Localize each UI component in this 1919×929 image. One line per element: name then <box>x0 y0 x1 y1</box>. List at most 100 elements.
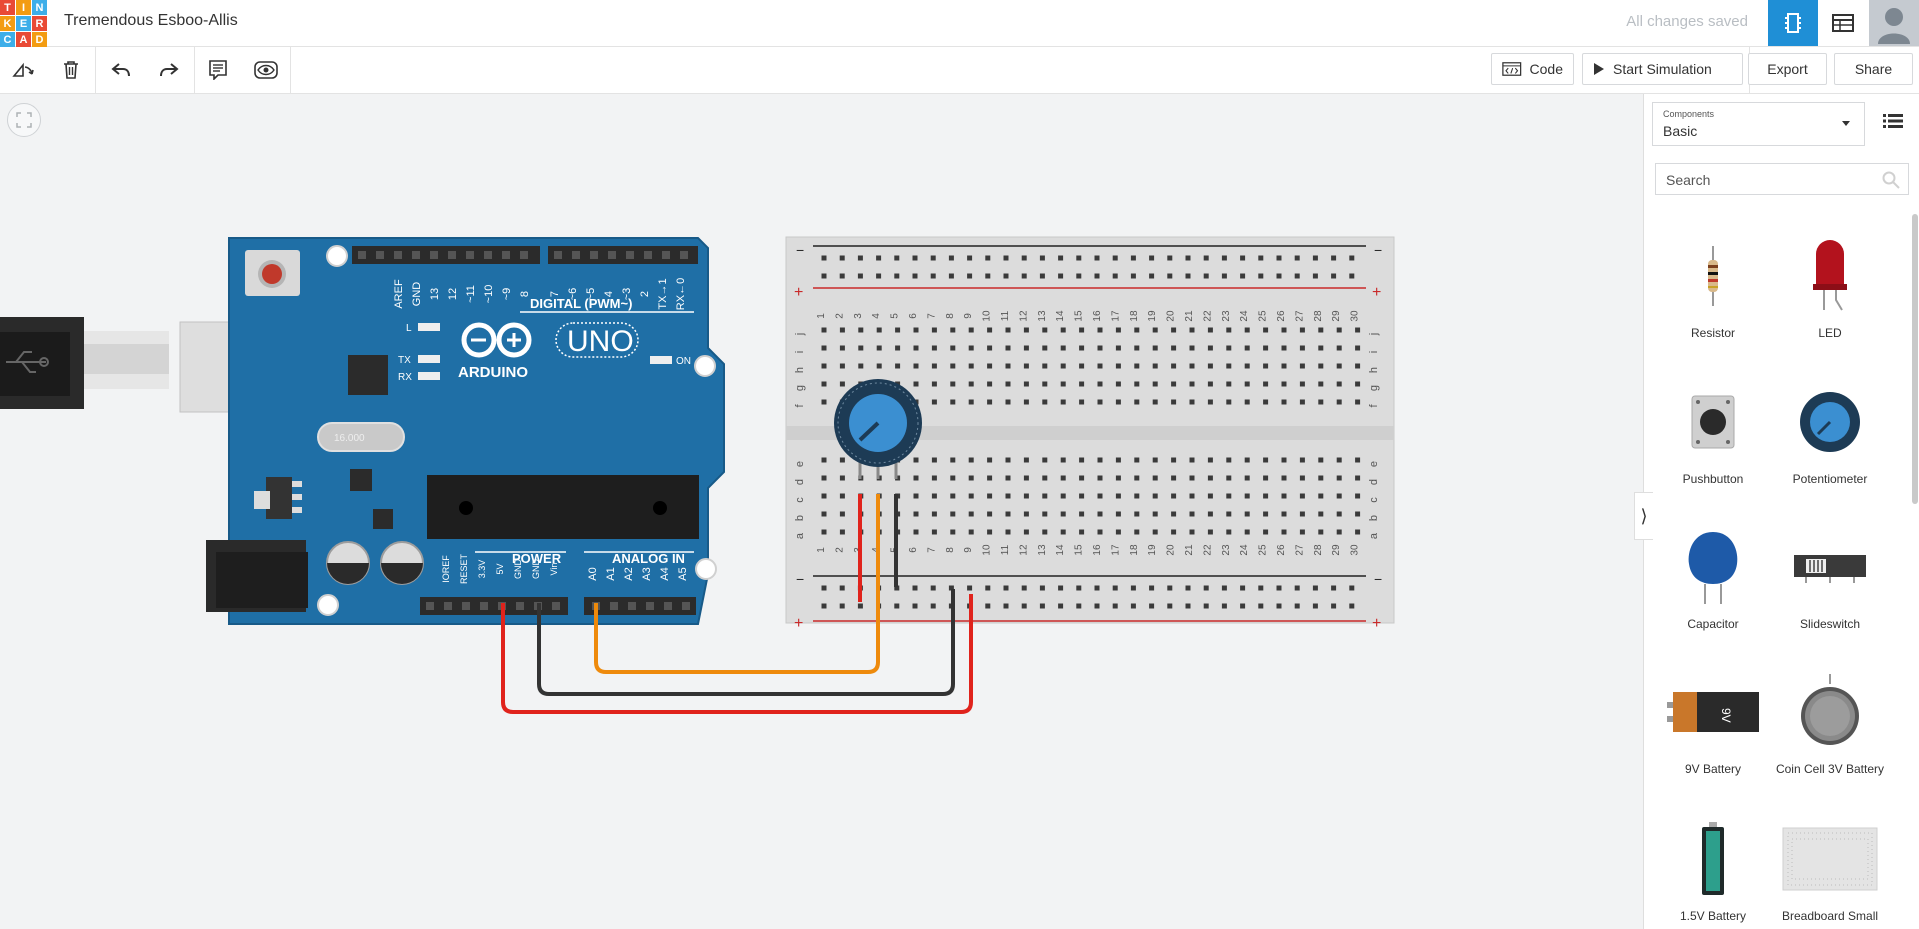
breadboard-hole[interactable] <box>1331 255 1337 261</box>
breadboard-hole[interactable] <box>1185 255 1191 261</box>
breadboard-hole[interactable] <box>1258 585 1264 591</box>
breadboard-hole[interactable] <box>1299 327 1305 333</box>
breadboard-hole[interactable] <box>1167 603 1173 609</box>
breadboard-hole[interactable] <box>1336 345 1342 351</box>
breadboard-hole[interactable] <box>987 327 993 333</box>
breadboard-hole[interactable] <box>1097 327 1103 333</box>
breadboard-hole[interactable] <box>1281 399 1287 405</box>
breadboard-hole[interactable] <box>1060 511 1066 517</box>
breadboard-hole[interactable] <box>1130 273 1136 279</box>
breadboard-hole[interactable] <box>1149 585 1155 591</box>
breadboard-hole[interactable] <box>1097 529 1103 535</box>
breadboard-hole[interactable] <box>1318 511 1324 517</box>
breadboard-hole[interactable] <box>950 475 956 481</box>
breadboard-hole[interactable] <box>912 255 918 261</box>
breadboard-hole[interactable] <box>1112 273 1118 279</box>
breadboard-hole[interactable] <box>1039 585 1045 591</box>
breadboard-hole[interactable] <box>985 255 991 261</box>
breadboard-hole[interactable] <box>1355 511 1361 517</box>
breadboard-hole[interactable] <box>931 475 937 481</box>
breadboard-hole[interactable] <box>1226 493 1232 499</box>
breadboard-hole[interactable] <box>1115 475 1121 481</box>
breadboard-hole[interactable] <box>987 381 993 387</box>
breadboard-hole[interactable] <box>1281 529 1287 535</box>
breadboard-hole[interactable] <box>1134 511 1140 517</box>
breadboard-hole[interactable] <box>1130 255 1136 261</box>
breadboard-hole[interactable] <box>821 363 827 369</box>
breadboard-hole[interactable] <box>1042 493 1048 499</box>
breadboard-hole[interactable] <box>876 327 882 333</box>
breadboard-hole[interactable] <box>1023 381 1029 387</box>
breadboard-hole[interactable] <box>839 493 845 499</box>
breadboard-hole[interactable] <box>1263 399 1269 405</box>
breadboard-hole[interactable] <box>821 529 827 535</box>
breadboard-hole[interactable] <box>821 273 827 279</box>
breadboard-hole[interactable] <box>931 511 937 517</box>
breadboard-hole[interactable] <box>1185 603 1191 609</box>
breadboard-hole[interactable] <box>1079 475 1085 481</box>
breadboard-hole[interactable] <box>1097 475 1103 481</box>
breadboard-hole[interactable] <box>1207 345 1213 351</box>
code-button[interactable]: Code <box>1491 53 1574 85</box>
breadboard-hole[interactable] <box>895 475 901 481</box>
component-1.5v-battery[interactable]: 1.5V Battery <box>1658 809 1768 923</box>
breadboard-hole[interactable] <box>1258 273 1264 279</box>
breadboard-hole[interactable] <box>950 363 956 369</box>
start-simulation-button[interactable]: Start Simulation <box>1582 53 1743 85</box>
breadboard-hole[interactable] <box>1207 475 1213 481</box>
breadboard-hole[interactable] <box>1115 381 1121 387</box>
breadboard-hole[interactable] <box>912 273 918 279</box>
export-button[interactable]: Export <box>1748 53 1827 85</box>
breadboard-hole[interactable] <box>1312 585 1318 591</box>
search-icon[interactable] <box>1882 171 1900 189</box>
breadboard-hole[interactable] <box>968 345 974 351</box>
breadboard-hole[interactable] <box>1060 327 1066 333</box>
breadboard-hole[interactable] <box>1097 511 1103 517</box>
breadboard-hole[interactable] <box>968 493 974 499</box>
breadboard-hole[interactable] <box>1021 585 1027 591</box>
breadboard-hole[interactable] <box>987 475 993 481</box>
breadboard-hole[interactable] <box>931 529 937 535</box>
component-potentiometer[interactable]: Potentiometer <box>1775 372 1885 486</box>
user-avatar[interactable] <box>1869 0 1919 46</box>
breadboard-hole[interactable] <box>1189 399 1195 405</box>
breadboard-hole[interactable] <box>1258 255 1264 261</box>
breadboard-hole[interactable] <box>1152 345 1158 351</box>
breadboard-hole[interactable] <box>821 603 827 609</box>
breadboard-hole[interactable] <box>1079 381 1085 387</box>
breadboard-hole[interactable] <box>1207 529 1213 535</box>
breadboard-hole[interactable] <box>1240 585 1246 591</box>
breadboard-hole[interactable] <box>857 255 863 261</box>
breadboard-hole[interactable] <box>1079 363 1085 369</box>
breadboard-hole[interactable] <box>1244 529 1250 535</box>
breadboard-hole[interactable] <box>1171 457 1177 463</box>
breadboard-hole[interactable] <box>1152 529 1158 535</box>
breadboard-hole[interactable] <box>1336 493 1342 499</box>
breadboard-hole[interactable] <box>1281 493 1287 499</box>
breadboard-hole[interactable] <box>1042 399 1048 405</box>
breadboard-hole[interactable] <box>1185 273 1191 279</box>
breadboard-hole[interactable] <box>1294 603 1300 609</box>
breadboard-hole[interactable] <box>821 255 827 261</box>
breadboard-hole[interactable] <box>931 327 937 333</box>
breadboard-hole[interactable] <box>1299 399 1305 405</box>
breadboard-hole[interactable] <box>1134 327 1140 333</box>
breadboard-hole[interactable] <box>839 273 845 279</box>
breadboard-hole[interactable] <box>1171 345 1177 351</box>
breadboard-hole[interactable] <box>967 273 973 279</box>
breadboard-hole[interactable] <box>839 381 845 387</box>
breadboard-hole[interactable] <box>1207 457 1213 463</box>
breadboard-hole[interactable] <box>1355 327 1361 333</box>
breadboard-hole[interactable] <box>1023 511 1029 517</box>
breadboard-hole[interactable] <box>1152 493 1158 499</box>
breadboard-hole[interactable] <box>1003 585 1009 591</box>
breadboard-hole[interactable] <box>1331 273 1337 279</box>
breadboard-hole[interactable] <box>1207 363 1213 369</box>
breadboard-hole[interactable] <box>1171 511 1177 517</box>
breadboard-hole[interactable] <box>1226 475 1232 481</box>
breadboard-hole[interactable] <box>1097 493 1103 499</box>
breadboard-hole[interactable] <box>1244 381 1250 387</box>
breadboard-hole[interactable] <box>1244 363 1250 369</box>
breadboard-hole[interactable] <box>1240 603 1246 609</box>
breadboard-hole[interactable] <box>913 511 919 517</box>
